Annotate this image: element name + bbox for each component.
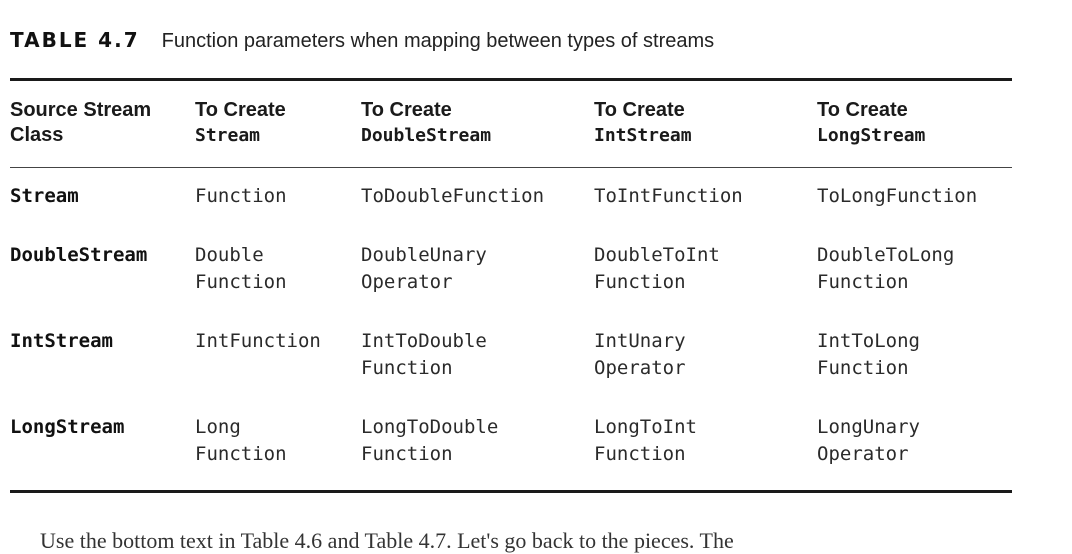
source-cell: Stream	[10, 185, 79, 207]
header-rule	[10, 167, 1012, 168]
top-rule	[10, 78, 1012, 81]
table-number: TABLE 4.7	[10, 28, 140, 52]
source-cell: LongStream	[10, 416, 125, 438]
table-cell: Function	[195, 185, 287, 207]
bottom-rule	[10, 490, 1012, 493]
header-cell-source: Source Stream Class	[10, 99, 152, 146]
table-caption: TABLE 4.7 Function parameters when mappin…	[10, 28, 714, 53]
body-text-cutoff: Use the bottom text in Table 4.6 and Tab…	[40, 528, 734, 553]
header-cell-doublestream: To Create DoubleStream	[361, 99, 492, 146]
header-cell-intstream: To Create IntStream	[594, 99, 692, 146]
table-cell: ToLongFunction	[817, 185, 978, 207]
source-cell: DoubleStream	[10, 244, 148, 266]
header-cell-longstream: To Create LongStream	[817, 99, 926, 146]
table-cell: IntFunction	[195, 330, 321, 352]
source-cell: IntStream	[10, 330, 113, 352]
table-title: Function parameters when mapping between…	[161, 30, 715, 52]
table-header-row: Source Stream Class To Create Stream To …	[10, 81, 1012, 167]
table-cell: ToDoubleFunction	[361, 185, 545, 207]
header-cell-stream: To Create Stream	[195, 99, 286, 146]
table-cell: ToIntFunction	[594, 185, 743, 207]
